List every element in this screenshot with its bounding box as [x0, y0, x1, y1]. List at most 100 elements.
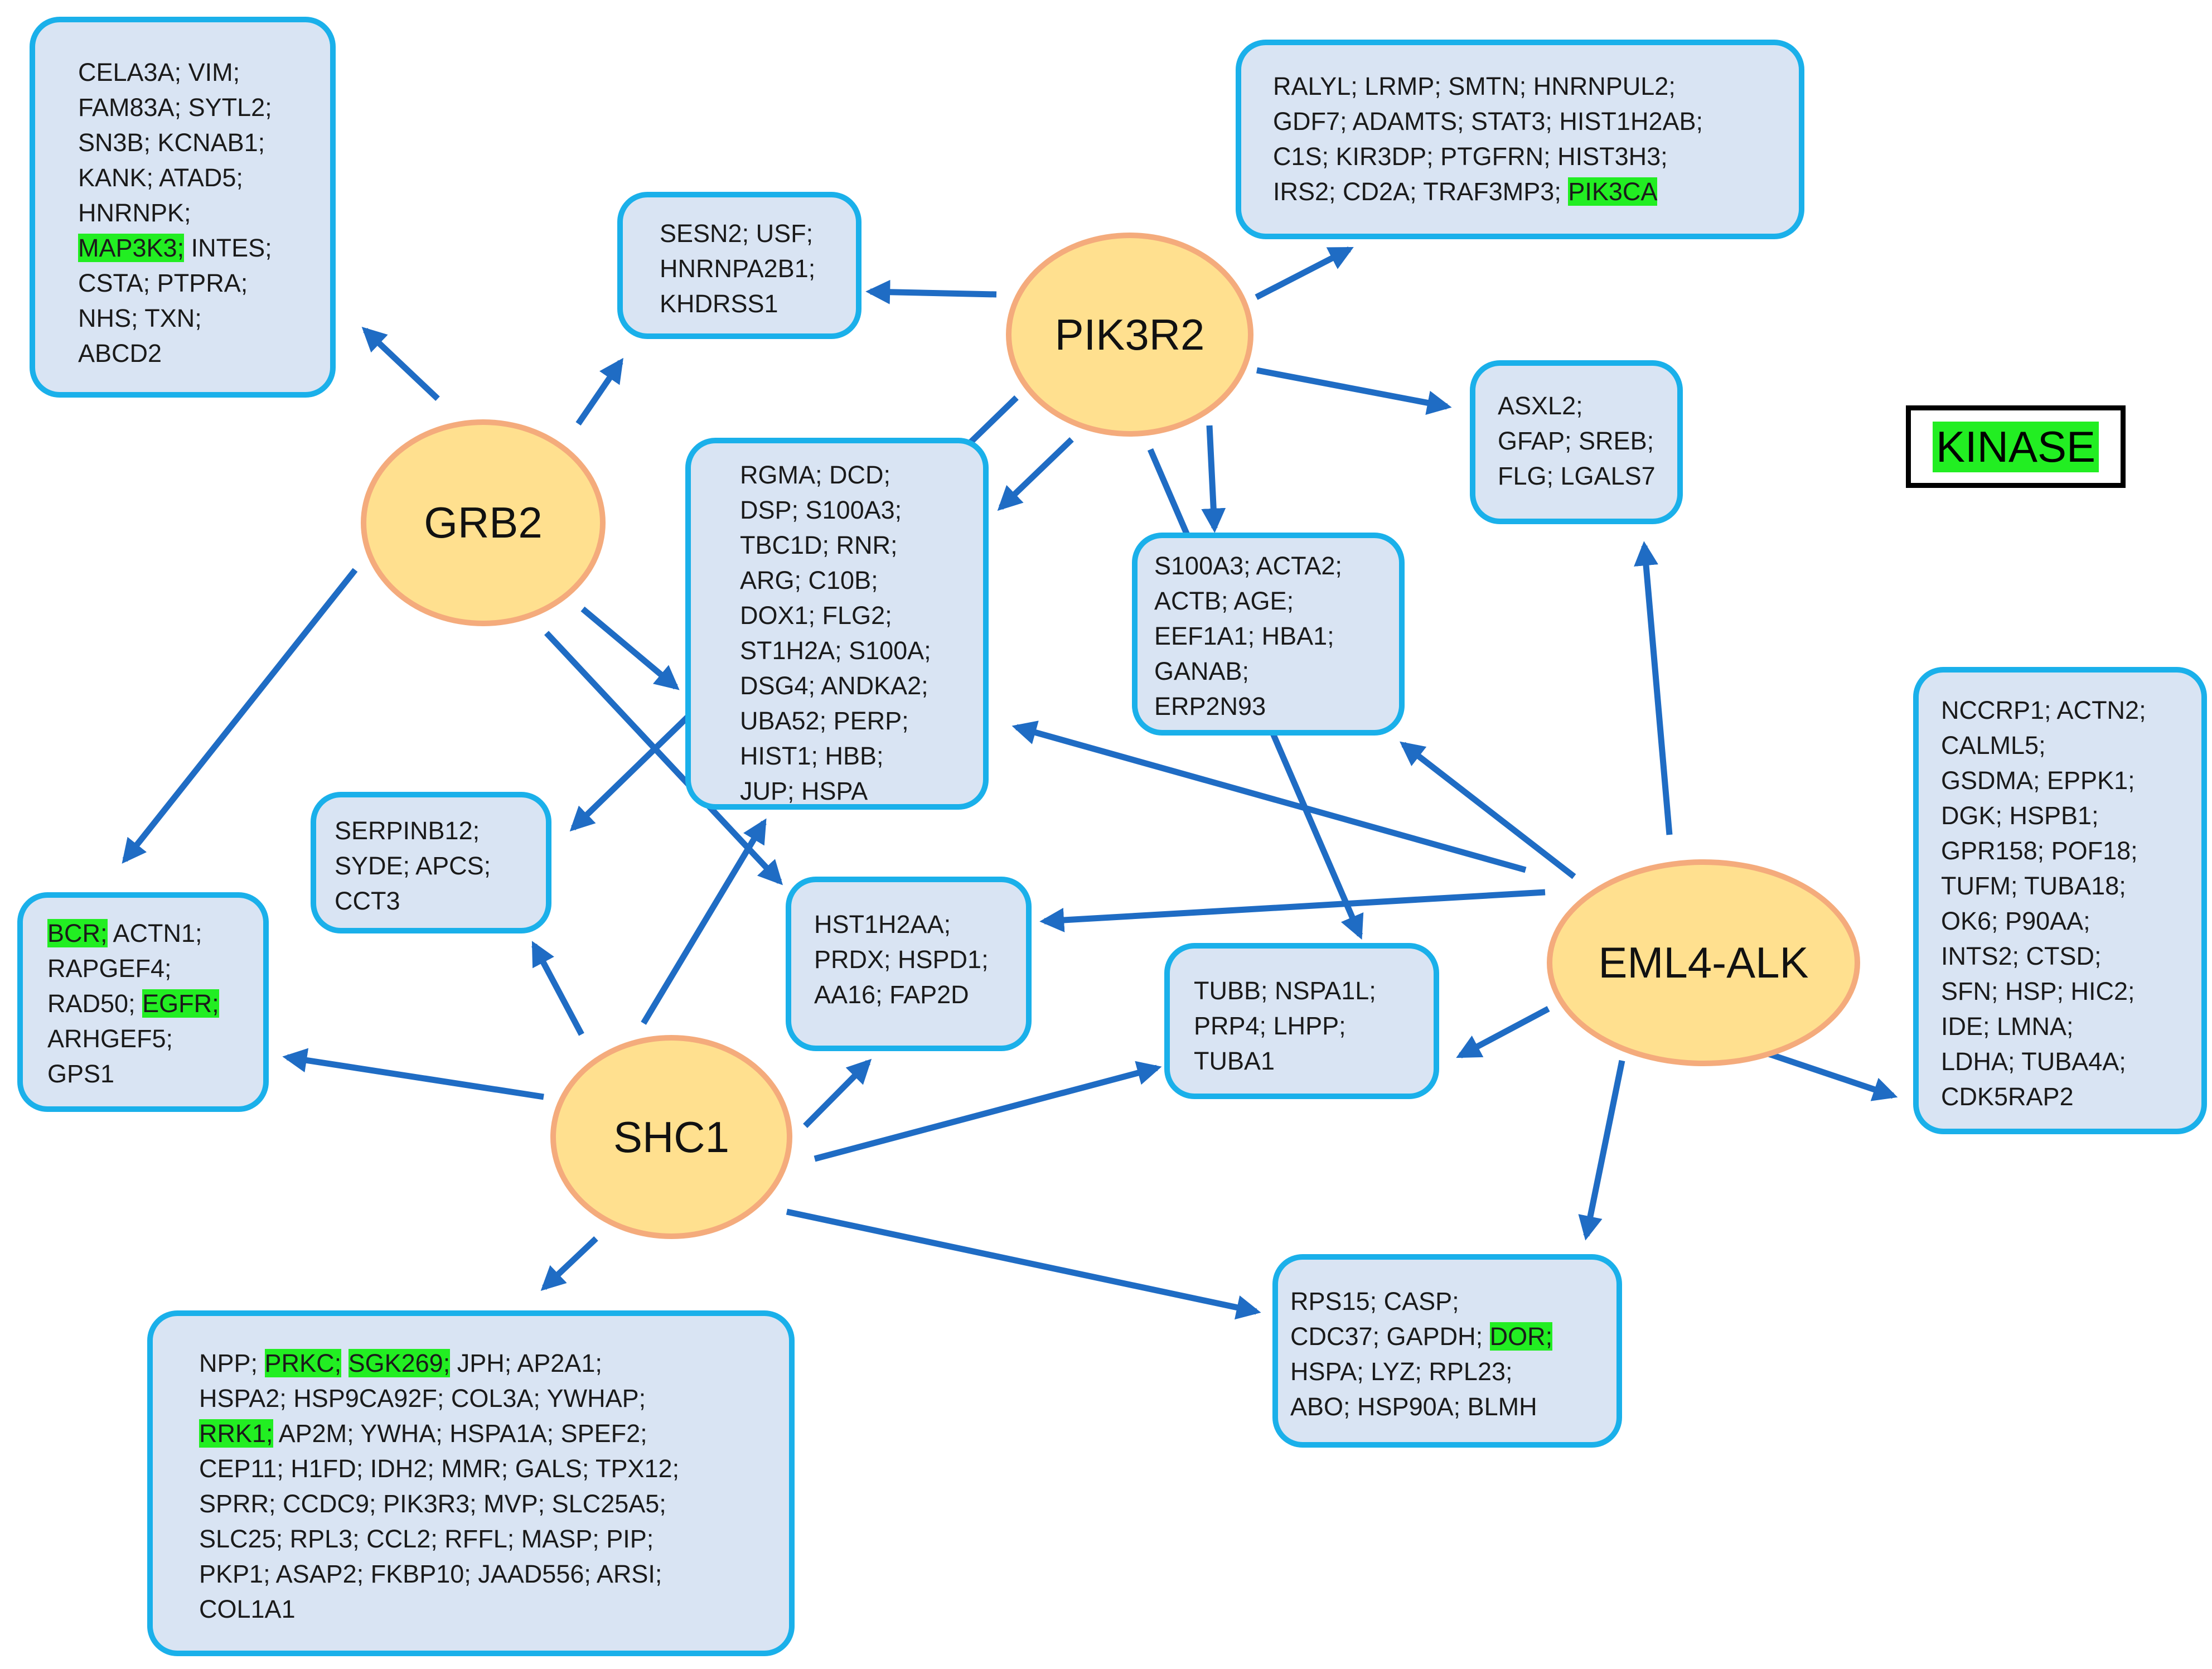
edge-eml4-alk-to-b10	[1456, 1006, 1550, 1058]
gene-text: SLC25; RPL3; CCL2; RFFL; MASP; PIP;	[199, 1525, 654, 1553]
gene-line: TUBA1	[1194, 1043, 1434, 1078]
gene-text: GSDMA; EPPK1;	[1941, 766, 2135, 795]
gene-text: INTES;	[184, 234, 272, 262]
gene-text: RPS15; CASP;	[1290, 1287, 1459, 1315]
gene-line: SPRR; CCDC9; PIK3R3; MVP; SLC25A5;	[199, 1486, 789, 1521]
gene-line: CALML5;	[1941, 728, 2201, 763]
edge-pik3r2-to-b6	[1201, 425, 1226, 533]
gene-line: PKP1; ASAP2; FKBP10; JAAD556; ARSI;	[199, 1556, 789, 1591]
gene-text: SPRR; CCDC9; PIK3R3; MVP; SLC25A5;	[199, 1489, 666, 1518]
gene-text: JPH; AP2A1;	[450, 1349, 602, 1377]
gene-text: ASXL2;	[1498, 391, 1583, 420]
gene-line: GDF7; ADAMTS; STAT3; HIST1H2AB;	[1273, 104, 1799, 139]
node-pik3r2: PIK3R2	[1006, 233, 1253, 437]
gene-text: HNRNPA2B1;	[660, 254, 816, 283]
gene-text: NPP;	[199, 1349, 265, 1377]
gene-line: TBC1D; RNR;	[740, 528, 983, 563]
gene-line: RRK1; AP2M; YWHA; HSPA1A; SPEF2;	[199, 1416, 789, 1451]
gene-line: SYDE; APCS;	[335, 848, 546, 883]
gene-line: BCR; ACTN1;	[47, 916, 263, 951]
node-shc1: SHC1	[550, 1035, 792, 1239]
gene-line: CCT3	[335, 883, 546, 918]
gene-line: RPS15; CASP;	[1290, 1284, 1616, 1319]
gene-text: UBA52; PERP;	[740, 707, 909, 735]
gene-line: KHDRSS1	[660, 286, 856, 321]
gene-text: HNRNPK;	[78, 199, 191, 227]
gene-box-b6: S100A3; ACTA2;ACTB; AGE;EEF1A1; HBA1;GAN…	[1132, 533, 1405, 736]
gene-line: ACTB; AGE;	[1154, 583, 1399, 618]
gene-line: DSP; S100A3;	[740, 492, 983, 528]
legend-label: KINASE	[1932, 421, 2099, 472]
gene-text: RGMA; DCD;	[740, 461, 890, 489]
edge-grb2-to-b9	[544, 631, 783, 886]
gene-line: NPP; PRKC; SGK269; JPH; AP2A1;	[199, 1346, 789, 1381]
gene-line: DOX1; FLG2;	[740, 598, 983, 633]
gene-line: UBA52; PERP;	[740, 703, 983, 738]
gene-line: OK6; P90AA;	[1941, 903, 2201, 938]
gene-line: CDK5RAP2	[1941, 1079, 2201, 1114]
gene-line: COL1A1	[199, 1591, 789, 1627]
gene-line: KANK; ATAD5;	[78, 160, 330, 195]
gene-text	[341, 1349, 349, 1377]
gene-box-b4: RGMA; DCD; DSP; S100A3; TBC1D; RNR; ARG; C1…	[685, 438, 989, 810]
gene-text: HST1H2AA;	[814, 910, 951, 938]
gene-text: SYDE; APCS;	[335, 852, 491, 880]
kinase-gene: EGFR;	[142, 989, 219, 1018]
gene-text: EEF1A1; HBA1;	[1154, 622, 1334, 650]
gene-text: PRDX; HSPD1;	[814, 945, 989, 974]
gene-text: OK6; P90AA;	[1941, 907, 2090, 935]
gene-text: C1S; KIR3DP; PTGFRN; HIST3H3;	[1273, 142, 1668, 171]
gene-line: CEP11; H1FD; IDH2; MMR; GALS; TPX12;	[199, 1451, 789, 1486]
kinase-gene: DOR;	[1489, 1322, 1553, 1351]
edge-eml4-alk-to-b6	[1400, 741, 1576, 879]
gene-line: RALYL; LRMP; SMTN; HNRNPUL2;	[1273, 69, 1799, 104]
gene-line: ABO; HSP90A; BLMH	[1290, 1389, 1616, 1424]
gene-line: NHS; TXN;	[78, 301, 330, 336]
kinase-gene: MAP3K3;	[78, 234, 185, 262]
gene-text: COL1A1	[199, 1595, 296, 1623]
edge-pik3r2-to-b5	[1256, 367, 1452, 415]
gene-text: GPR158; POF18;	[1941, 836, 2138, 865]
gene-line: HIST1; HBB;	[740, 738, 983, 773]
gene-text: JUP; HSPA	[740, 777, 868, 805]
edge-shc1-to-b7	[531, 941, 584, 1036]
gene-line: CDC37; GAPDH; DOR;	[1290, 1319, 1616, 1354]
gene-line: FAM83A; SYTL2;	[78, 90, 330, 125]
gene-line: RAPGEF4;	[47, 951, 263, 986]
gene-line: EEF1A1; HBA1;	[1154, 618, 1399, 654]
gene-line: CSTA; PTPRA;	[78, 265, 330, 301]
gene-text: FLG; LGALS7	[1498, 462, 1656, 490]
edge-grb2-to-b2	[575, 357, 623, 426]
edge-shc1-to-b4	[641, 818, 767, 1025]
edge-eml4-alk-to-b4	[1011, 720, 1527, 873]
gene-text: IDE; LMNA;	[1941, 1012, 2074, 1041]
gene-text: DOX1; FLG2;	[740, 601, 892, 630]
gene-text: ACTN1;	[107, 919, 202, 947]
gene-line: SLC25; RPL3; CCL2; RFFL; MASP; PIP;	[199, 1521, 789, 1556]
gene-line: ARG; C10B;	[740, 563, 983, 598]
edge-shc1-to-b8	[282, 1048, 544, 1100]
gene-text: PKP1; ASAP2; FKBP10; JAAD556; ARSI;	[199, 1560, 662, 1588]
gene-text: KANK; ATAD5;	[78, 163, 243, 192]
gene-text: KHDRSS1	[660, 289, 778, 318]
edge-shc1-to-b9	[803, 1058, 872, 1128]
gene-line: INTS2; CTSD;	[1941, 938, 2201, 974]
gene-text: GPS1	[47, 1060, 115, 1088]
gene-text: DSP; S100A3;	[740, 496, 902, 524]
gene-text: TUFM; TUBA18;	[1941, 872, 2126, 900]
kinase-gene: SGK269;	[348, 1349, 451, 1377]
gene-line: PRDX; HSPD1;	[814, 942, 1026, 977]
gene-text: TBC1D; RNR;	[740, 531, 898, 559]
gene-line: HST1H2AA;	[814, 907, 1026, 942]
gene-line: HNRNPA2B1;	[660, 251, 856, 286]
gene-text: AP2M; YWHA; HSPA1A; SPEF2;	[273, 1419, 647, 1448]
gene-text: GFAP; SREB;	[1498, 427, 1654, 455]
gene-line: FLG; LGALS7	[1498, 458, 1677, 494]
gene-box-b5: ASXL2; GFAP; SREB; FLG; LGALS7	[1470, 360, 1683, 524]
gene-line: NCCRP1; ACTN2;	[1941, 693, 2201, 728]
gene-text: ERP2N93	[1154, 692, 1266, 720]
gene-text: ST1H2A; S100A;	[740, 636, 931, 665]
gene-line: DSG4; ANDKA2;	[740, 668, 983, 703]
edge-grb2-to-b4	[580, 606, 680, 690]
gene-line: TUBB; NSPA1L;	[1194, 973, 1434, 1008]
